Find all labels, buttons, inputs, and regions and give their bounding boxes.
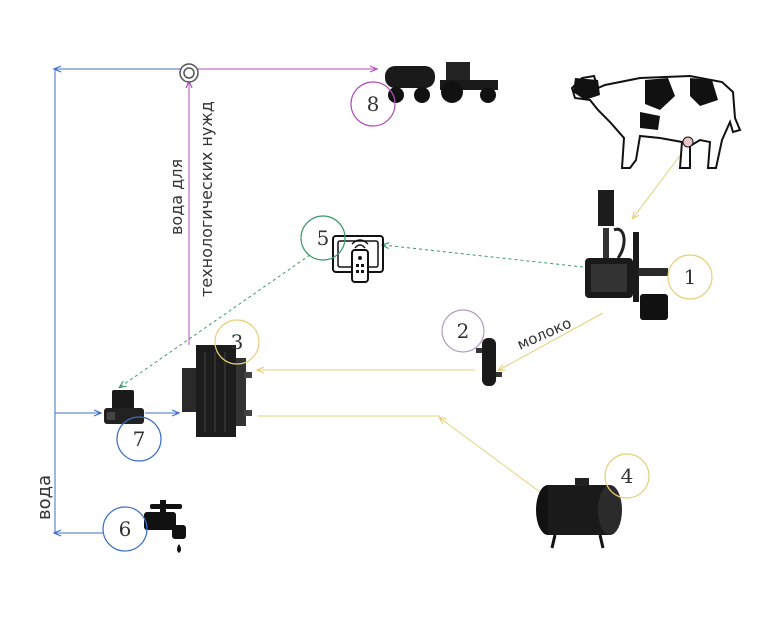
milk-filter-icon	[476, 338, 502, 386]
node-number: 1	[684, 265, 697, 289]
node-marker-3: 3	[214, 319, 260, 365]
remote-control-icon	[332, 235, 384, 283]
node-number: 4	[621, 464, 634, 488]
plate-cooler-icon	[182, 345, 252, 437]
solenoid-valve-icon	[104, 390, 144, 424]
node-marker-8: 8	[350, 81, 396, 127]
node-number: 6	[119, 517, 132, 541]
node-marker-2: 2	[441, 309, 485, 353]
node-marker-7: 7	[116, 416, 162, 462]
milking-machine-icon	[585, 190, 668, 320]
tractor-tanker-icon	[385, 62, 498, 103]
node-number: 3	[231, 330, 244, 354]
node-number: 5	[317, 226, 330, 250]
milk-tank-icon	[536, 478, 622, 549]
milk-cow-to-machine	[633, 144, 689, 218]
cow-icon	[570, 74, 742, 169]
node-marker-1: 1	[667, 254, 713, 300]
node-number: 2	[457, 319, 470, 343]
node-marker-4: 4	[604, 453, 650, 499]
signal-machine-to-remote	[383, 245, 584, 268]
milk-label: молоко	[514, 314, 574, 354]
node-number: 7	[133, 427, 146, 451]
water-meter-icon	[179, 63, 199, 83]
tech-water-label-line2: технологических нужд	[197, 101, 216, 297]
water-label: вода	[34, 475, 55, 520]
node-marker-6: 6	[102, 506, 148, 552]
milk-tank-link	[440, 418, 541, 493]
connectors	[55, 69, 689, 533]
water-tap-icon	[144, 500, 186, 553]
node-marker-5: 5	[300, 215, 346, 261]
node-number: 8	[367, 92, 380, 116]
signal-remote-to-valve	[120, 254, 311, 387]
milk-machine-to-filter	[499, 312, 604, 370]
tech-water-label-line1: вода для	[167, 159, 186, 235]
